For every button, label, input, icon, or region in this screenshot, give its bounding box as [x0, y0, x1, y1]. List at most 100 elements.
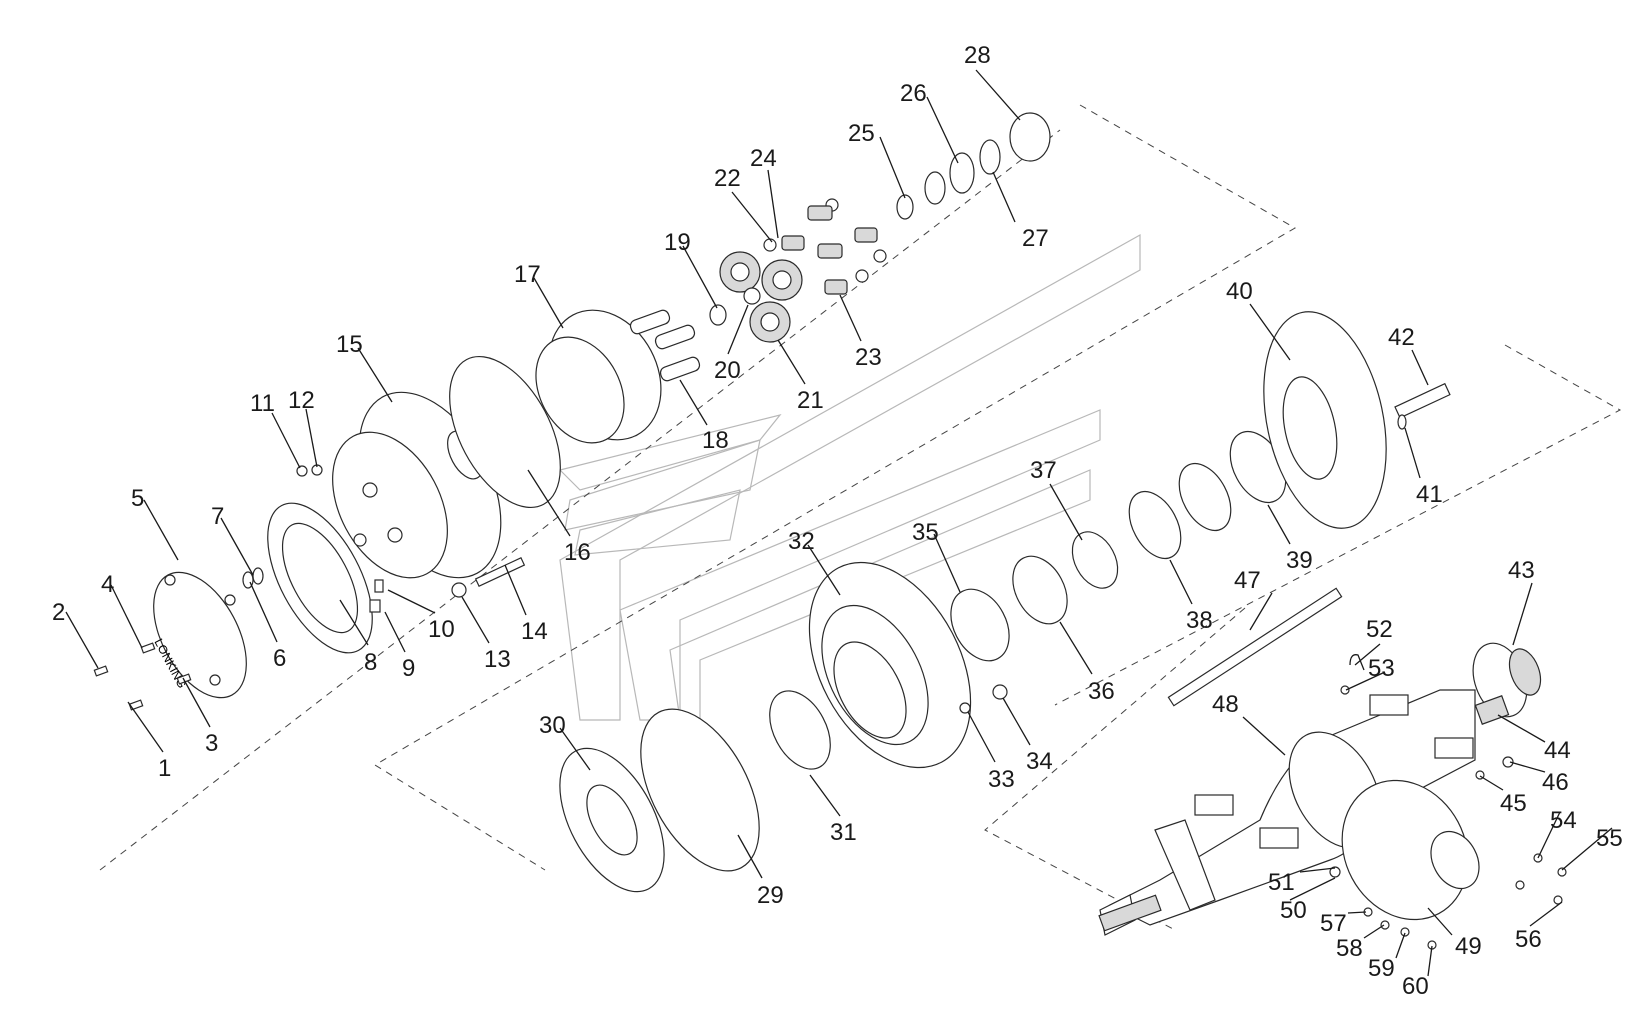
leader-11 [271, 412, 301, 469]
ring-38 [1128, 490, 1182, 560]
callout-45: 45 [1500, 790, 1527, 817]
leader-9 [384, 611, 406, 653]
callout-4: 4 [101, 571, 114, 598]
leader-8 [339, 599, 369, 646]
o-ring-16 [449, 355, 561, 509]
bearing-31 [769, 690, 831, 770]
cap-bolt-hole [164, 574, 176, 586]
leader-26 [926, 96, 959, 164]
callout-20: 20 [714, 357, 741, 384]
plug-9 [369, 599, 381, 613]
leader-25 [879, 136, 906, 199]
callout-34: 34 [1026, 748, 1053, 775]
washer-20 [743, 287, 761, 305]
leader-58 [1363, 924, 1385, 939]
callout-36: 36 [1088, 678, 1115, 705]
leader-23 [839, 294, 862, 342]
callout-40: 40 [1226, 278, 1253, 305]
callout-labels: 1 2 3 4 5 6 7 8 9 10 11 12 13 14 15 16 1… [52, 42, 1623, 1000]
callout-25: 25 [848, 120, 875, 147]
callout-14: 14 [521, 618, 548, 645]
washer-10 [374, 579, 384, 593]
ring-gear-17 [535, 309, 662, 444]
leader-53 [1345, 671, 1386, 691]
carrier-housing-49 [1341, 779, 1480, 921]
leader-24 [767, 169, 779, 239]
small-hardware [1363, 756, 1567, 950]
seal-36 [1012, 555, 1068, 625]
leader-31 [809, 774, 841, 817]
callout-39: 39 [1286, 547, 1313, 574]
leader-lines [65, 69, 1613, 977]
planet-gears-21 [719, 251, 803, 343]
callout-49: 49 [1455, 933, 1482, 960]
leader-15 [357, 347, 393, 403]
leader-50 [1289, 877, 1336, 901]
o-ring-29 [640, 708, 760, 872]
callout-28: 28 [964, 42, 991, 69]
leader-34 [1002, 697, 1031, 746]
callout-46: 46 [1542, 769, 1569, 796]
mounting-pad [1434, 737, 1474, 759]
leader-29 [737, 834, 763, 879]
callout-31: 31 [830, 819, 857, 846]
leader-44 [1497, 714, 1546, 743]
callout-17: 17 [514, 261, 541, 288]
leader-13 [461, 596, 490, 644]
leader-37 [1049, 483, 1083, 541]
plug-51 [1329, 866, 1341, 878]
ring-38b [1178, 462, 1232, 532]
leader-12 [305, 408, 318, 468]
leader-45 [1479, 775, 1504, 791]
thrust-washer-26 [949, 152, 975, 194]
leader-47 [1249, 592, 1273, 631]
nut-13 [451, 582, 467, 598]
watermark [558, 233, 1141, 721]
leader-19 [682, 245, 718, 309]
leader-1 [127, 701, 164, 753]
leader-3 [182, 677, 211, 728]
breather-52 [1349, 654, 1365, 671]
cap-bolt-hole [224, 594, 236, 606]
callout-24: 24 [750, 145, 777, 172]
leader-16 [527, 469, 571, 537]
callout-56: 56 [1515, 926, 1542, 953]
leader-6 [249, 581, 278, 643]
leader-52 [1354, 643, 1381, 666]
leader-49 [1427, 907, 1453, 936]
callout-23: 23 [855, 344, 882, 371]
leader-36 [1059, 621, 1093, 675]
leader-2 [65, 611, 99, 669]
leader-55 [1561, 827, 1613, 871]
callout-9: 9 [402, 655, 415, 682]
mounting-pad [1194, 794, 1234, 816]
callout-35: 35 [912, 519, 939, 546]
stud-14 [474, 557, 526, 587]
planet-pins-18 [629, 309, 701, 382]
callout-48: 48 [1212, 691, 1239, 718]
callout-21: 21 [797, 387, 824, 414]
callout-1: 1 [158, 755, 171, 782]
mounting-pad [1259, 827, 1299, 849]
callout-2: 2 [52, 599, 65, 626]
callout-60: 60 [1402, 973, 1429, 1000]
callout-51: 51 [1268, 869, 1295, 896]
leader-60 [1427, 945, 1433, 977]
leader-18 [679, 379, 708, 426]
callout-44: 44 [1544, 737, 1571, 764]
leader-7 [220, 517, 254, 576]
callout-11: 11 [250, 390, 275, 417]
nut-34 [992, 684, 1008, 700]
callout-18: 18 [702, 427, 729, 454]
leader-35 [933, 533, 961, 593]
leader-38 [1169, 559, 1193, 605]
callout-16: 16 [564, 539, 591, 566]
leader-22 [731, 191, 773, 243]
callout-7: 7 [211, 503, 224, 530]
flange-30-bore [586, 784, 638, 856]
bolt-2 [93, 665, 109, 677]
leader-4 [110, 584, 143, 649]
spacer-37 [1071, 531, 1119, 589]
leader-17 [533, 277, 564, 329]
leader-10 [387, 589, 436, 614]
